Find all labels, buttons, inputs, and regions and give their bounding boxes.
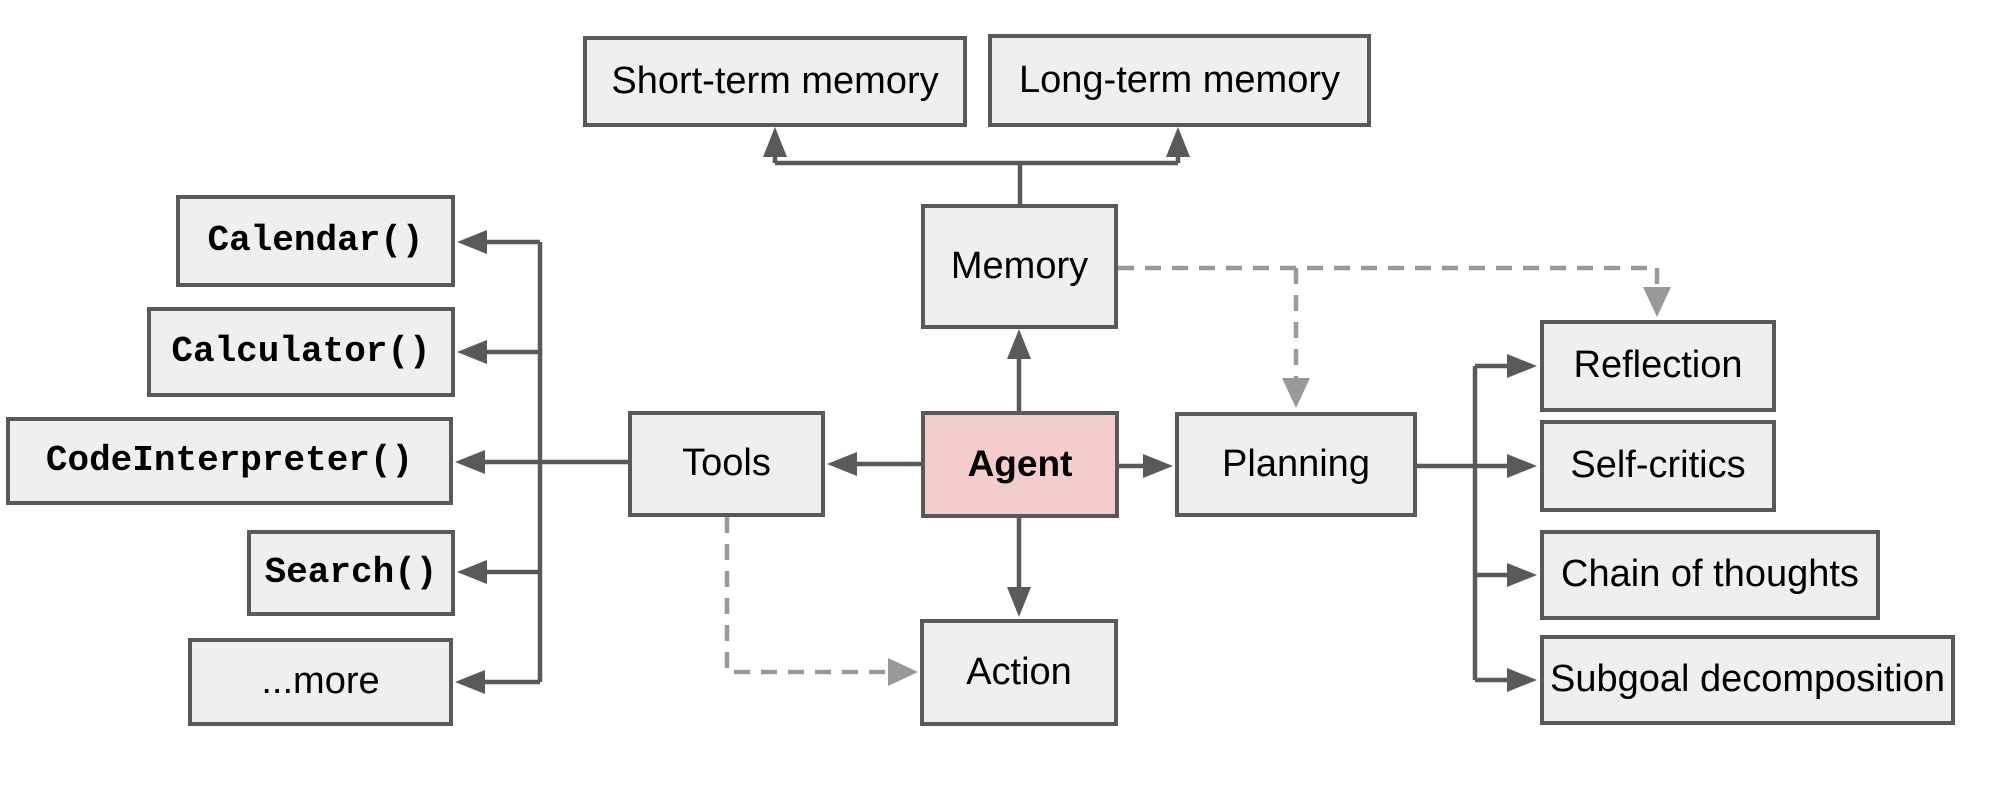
node-tool-search: Search() [247,530,455,616]
arrow-agent-to-action [1007,518,1031,617]
node-tool-calculator: Calculator() [147,307,455,397]
dashed-arrow-tools-to-action [724,517,918,686]
node-planning-reflection: Reflection [1540,320,1776,412]
arrow-agent-to-memory [1007,329,1031,411]
node-short-term-memory: Short-term memory [583,36,967,127]
node-planning-subgoal-decomposition: Subgoal decomposition [1540,635,1955,725]
arrows-planning-to-planning-items [1417,354,1537,692]
node-action: Action [920,619,1118,726]
arrows-tools-to-tool-items [455,230,628,694]
node-planning: Planning [1175,412,1417,517]
node-agent: Agent [921,411,1119,518]
node-planning-chain-of-thoughts: Chain of thoughts [1540,530,1880,620]
node-tool-codeinterpreter: CodeInterpreter() [6,417,453,505]
node-tool-calendar: Calendar() [176,195,455,287]
node-tools: Tools [628,411,825,517]
arrow-agent-to-planning [1119,454,1173,478]
arrow-agent-to-tools [827,452,921,476]
node-planning-self-critics: Self-critics [1540,420,1776,512]
arrow-memory-to-submemories [763,127,1190,204]
node-tool-more: ...more [188,638,453,726]
dashed-arrow-memory-to-planning-and-reflection [1118,265,1671,408]
node-memory: Memory [921,204,1118,329]
node-long-term-memory: Long-term memory [988,34,1371,127]
